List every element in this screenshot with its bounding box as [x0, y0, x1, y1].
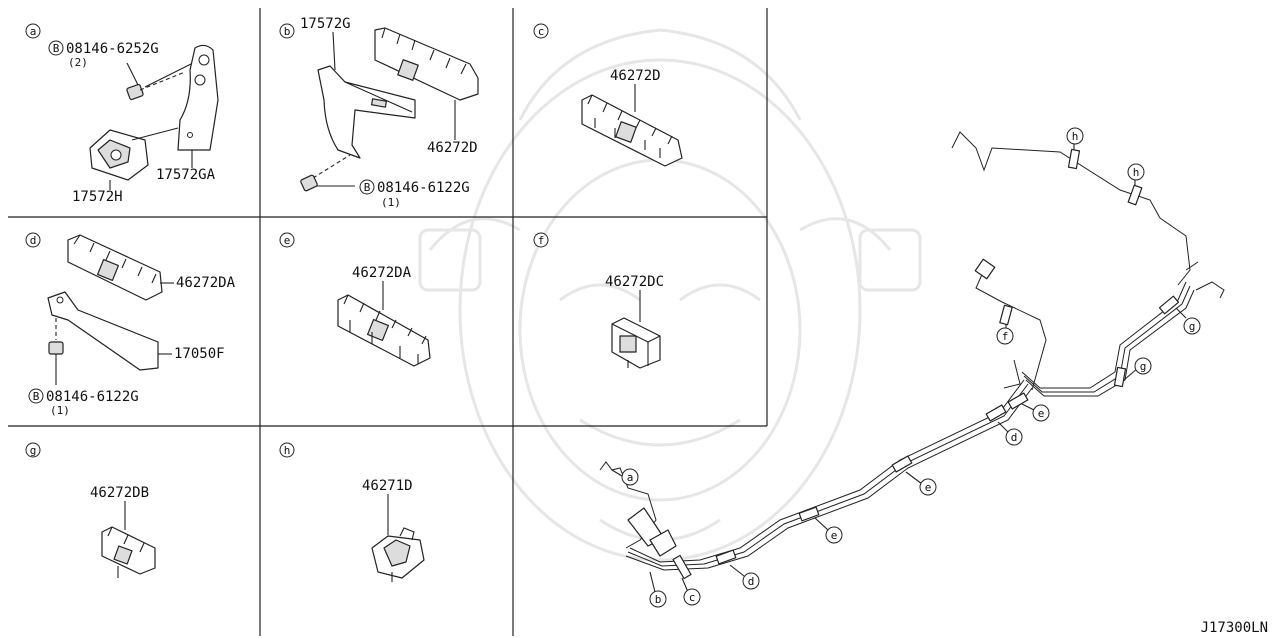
bolt-part-d: 08146-6122G	[46, 389, 139, 405]
watermark-emblem	[418, 28, 922, 562]
callout-circle-a	[25, 23, 41, 39]
bolt-icon	[126, 61, 196, 101]
bracket-17572GA-icon	[177, 44, 219, 168]
overview-callout-g1	[1183, 317, 1201, 335]
bolt-symbol-a	[48, 40, 64, 56]
panel-c: c 46272D	[533, 23, 683, 167]
svg-text:e: e	[831, 529, 838, 542]
bolt-prefix-b: B	[364, 181, 371, 194]
clamp-46272DC-icon	[611, 317, 661, 369]
overview-callout-a	[621, 468, 639, 486]
overview-callout-c	[683, 588, 701, 606]
bolt-qty-b: (1)	[381, 196, 401, 209]
overview-callout-h1	[1066, 127, 1084, 145]
overview-callout-e3	[825, 526, 843, 544]
clamp-46272DB-icon	[101, 526, 156, 578]
callout-circle-d	[25, 232, 41, 248]
callout-circle-e	[279, 232, 295, 248]
clamp-part-e: 46272DA	[352, 265, 412, 281]
bolt-part-a: 08146-6252G	[66, 41, 159, 57]
svg-text:b: b	[655, 593, 662, 606]
panel-g: g 46272DB	[25, 442, 156, 578]
svg-text:e: e	[1038, 407, 1045, 420]
callout-letter-f: f	[538, 234, 545, 247]
callout-circle-g	[25, 442, 41, 458]
bracket-17050F-icon	[47, 291, 172, 371]
overview-callout-g2	[1134, 357, 1152, 375]
panel-d: d 46272DA 17050F B 08146-6122G (1)	[25, 232, 236, 417]
clamp-part-g: 46272DB	[90, 485, 149, 501]
bolt-icon-b	[300, 154, 355, 192]
svg-text:f: f	[1002, 330, 1009, 343]
panel-b: b 17572G 46272D B 08146-6122G (1)	[279, 16, 479, 209]
clamp-46272D-icon-b	[374, 27, 479, 140]
callout-letter-e: e	[284, 234, 291, 247]
svg-text:d: d	[748, 575, 755, 588]
callout-letter-c: c	[538, 25, 545, 38]
callout-circle-f	[533, 232, 549, 248]
bolt-symbol-d	[28, 388, 44, 404]
tube-routing-overview	[599, 131, 1225, 593]
callout-circle-h	[279, 442, 295, 458]
panel-f: f 46272DC	[533, 232, 664, 369]
bolt-prefix-a: B	[53, 42, 60, 55]
clamp-part-c: 46272D	[610, 68, 661, 84]
callout-letter-d: d	[30, 234, 37, 247]
overview-callout-d1	[1005, 428, 1023, 446]
svg-text:h: h	[1072, 130, 1079, 143]
bolt-qty-d: (1)	[50, 404, 70, 417]
panel-grid	[8, 8, 768, 636]
panel-a: a B 08146-6252G (2) 17572GA 1	[25, 23, 219, 205]
svg-text:c: c	[689, 591, 696, 604]
clamp-46272DA-icon-e	[337, 294, 431, 367]
overview-callout-d2	[742, 572, 760, 590]
bolt-qty-a: (2)	[68, 56, 88, 69]
callout-circle-c	[533, 23, 549, 39]
svg-text:g: g	[1140, 360, 1147, 373]
clamp-part-b: 46272D	[427, 140, 478, 156]
panel-h: h 46271D	[279, 442, 425, 582]
clip-17572H-icon	[89, 127, 179, 190]
callout-letter-a: a	[30, 25, 37, 38]
clamp-46271D-icon	[371, 527, 425, 582]
callout-letter-b: b	[284, 25, 291, 38]
bracket-part-a: 17572GA	[156, 167, 216, 183]
bracket-part-d: 17050F	[174, 346, 225, 362]
overview-callout-e2	[919, 478, 937, 496]
panel-e: e 46272DA	[279, 232, 431, 367]
bolt-part-b: 08146-6122G	[377, 180, 470, 196]
clip-part-a: 17572H	[72, 189, 123, 205]
overview-callout-b	[649, 590, 667, 608]
svg-text:h: h	[1133, 166, 1140, 179]
clamp-part-h: 46271D	[362, 478, 413, 494]
callout-circle-b	[279, 23, 295, 39]
bracket-17572G-icon	[317, 65, 416, 159]
bolt-symbol-b	[359, 179, 375, 195]
bracket-part-b: 17572G	[300, 16, 351, 32]
callout-letter-g: g	[30, 444, 37, 457]
bolt-icon-d	[48, 318, 64, 385]
clamp-part-f: 46272DC	[605, 274, 664, 290]
callout-letter-h: h	[284, 444, 291, 457]
clamp-46272D-icon-c	[581, 94, 683, 167]
overview-callouts: h h f g g e d e e a b c d	[621, 127, 1201, 608]
bolt-prefix-d: B	[33, 390, 40, 403]
clamp-46272DA-icon-d	[67, 234, 174, 301]
svg-text:a: a	[627, 471, 634, 484]
overview-callout-f	[996, 327, 1014, 345]
svg-text:g: g	[1189, 320, 1196, 333]
overview-callout-e1	[1032, 404, 1050, 422]
svg-text:d: d	[1011, 431, 1018, 444]
clamp-part-d: 46272DA	[176, 275, 236, 291]
overview-callout-h2	[1127, 163, 1145, 181]
diagram-id: J17300LN	[1201, 620, 1268, 636]
svg-text:e: e	[925, 481, 932, 494]
